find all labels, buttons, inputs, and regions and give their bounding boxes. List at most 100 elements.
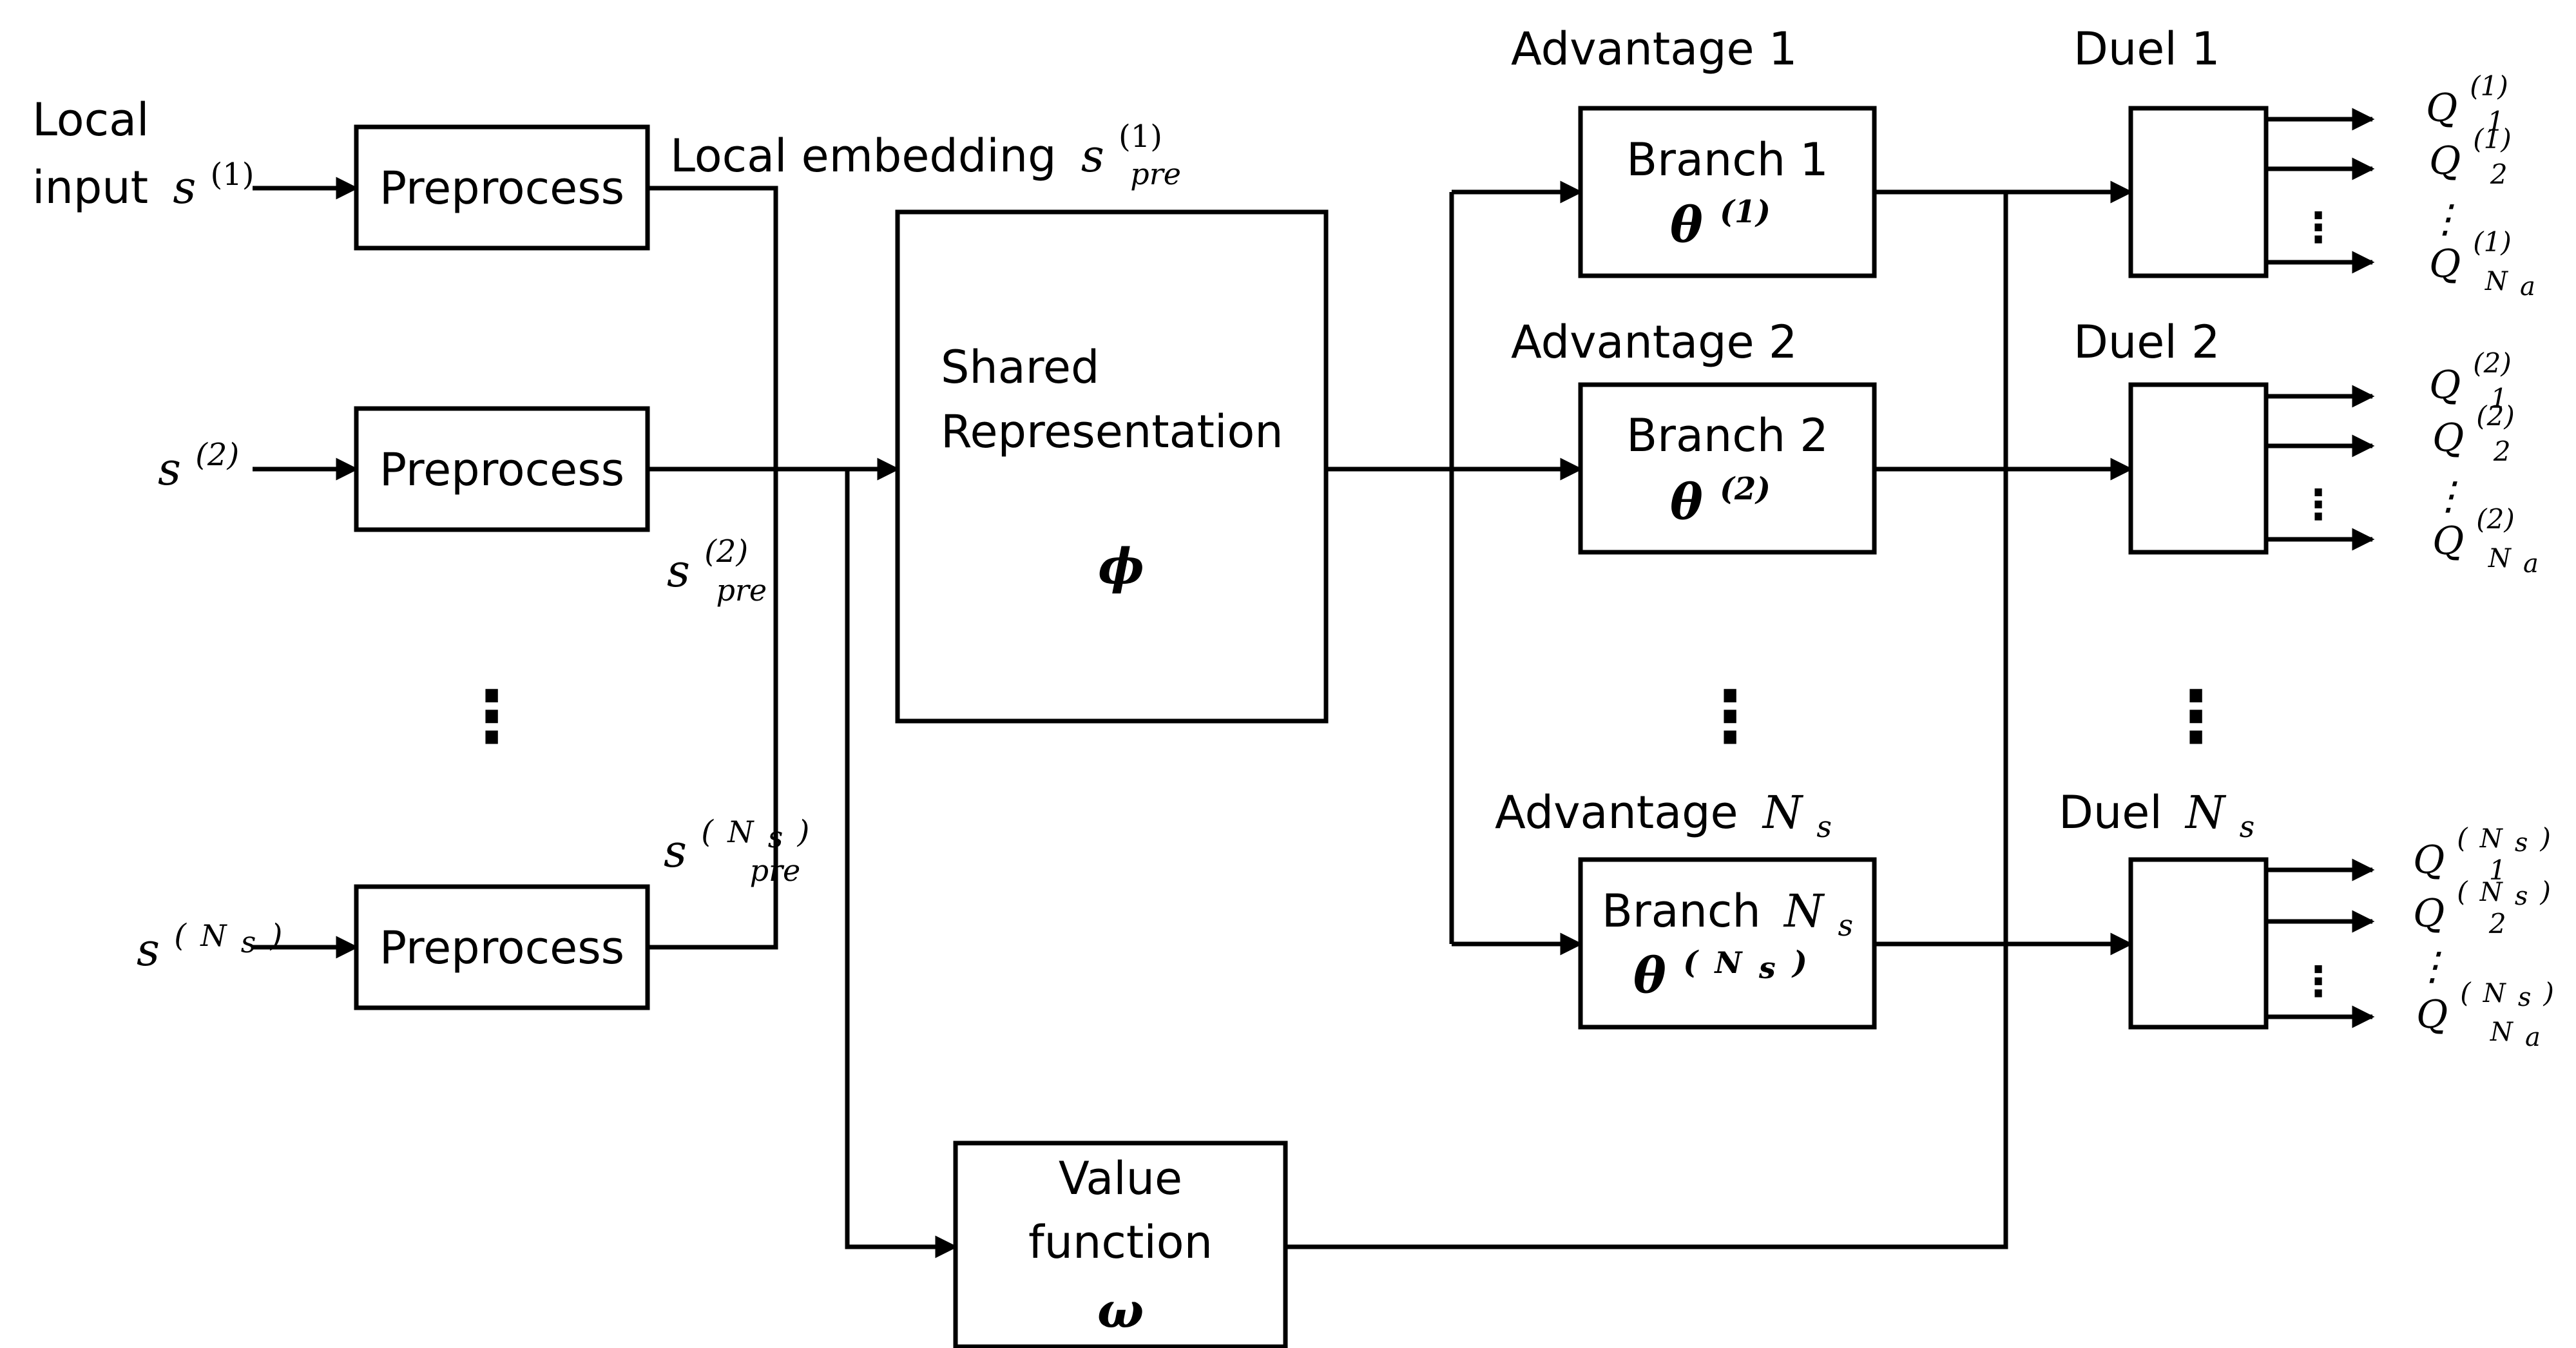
q-ns-2-Q: Q	[2413, 891, 2445, 936]
q-ns-na-sub-N: N	[2490, 1017, 2514, 1047]
branch-ns-N: N	[1783, 885, 1825, 938]
q-label-2-na: Q (2) N a	[2432, 493, 2539, 579]
vertical-ellipsis-branches: ⋮	[1695, 675, 1765, 758]
duel-1-label: Duel 1	[2073, 23, 2220, 75]
q-label-2-2: Q (2) 2	[2432, 390, 2527, 467]
branch-1-label: Branch 1	[1626, 133, 1829, 186]
branch-2-theta-symbol: θ	[1670, 473, 1703, 530]
preprocess-label-1: Preprocess	[380, 162, 624, 215]
duel-ns-s: s	[2240, 809, 2255, 844]
embedding-s1-subscript: pre	[1130, 157, 1181, 191]
duel-ns-prefix: Duel	[2059, 786, 2162, 839]
q-label-1-dots: ⋮	[2426, 197, 2465, 242]
branch-ns-s: s	[1838, 908, 1854, 943]
branch-ns-label: Branch N s	[1602, 885, 1853, 943]
embedding-s1-superscript: (1)	[1119, 119, 1162, 155]
q-ns-2-sup-s: s	[2515, 881, 2528, 911]
q-ns-na-sup-open: (	[2460, 977, 2472, 1008]
q-ns-na-sup-N: N	[2483, 979, 2507, 1008]
q-labels-duel-2: Q (2) 1 Q (2) 2 ⋮ Q (2) N a	[2429, 337, 2539, 579]
preprocess-box-ns	[354, 884, 650, 1010]
q-ns-na-sub-a: a	[2525, 1023, 2541, 1052]
branch-2-label: Branch 2	[1626, 409, 1829, 462]
q-labels-duel-ns: Q ( N s ) 1 Q ( N s ) 2 ⋮ Q ( N s ) N a	[2413, 822, 2566, 1052]
branch-ns-theta-N: N	[1713, 945, 1743, 980]
duel-2-label: Duel 2	[2073, 316, 2220, 369]
q-2-na-sup: (2)	[2476, 503, 2515, 535]
q-1-na-sup: (1)	[2473, 226, 2512, 258]
q-1-na-sub-N: N	[2485, 267, 2509, 296]
duel-2-outputs: ⋮	[2266, 385, 2375, 551]
q-ns-na-sup-close: )	[2542, 977, 2553, 1008]
branch-1-theta-symbol: θ	[1670, 196, 1703, 253]
q-label-ns-2: Q ( N s ) 2	[2413, 865, 2563, 939]
shared-phi-symbol: ϕ	[1098, 537, 1144, 595]
embedding-s2-symbol: s	[667, 544, 690, 597]
preprocess-label-ns: Preprocess	[380, 921, 624, 974]
q-1-1-Q: Q	[2426, 86, 2457, 131]
q-1-2-sup: (1)	[2473, 123, 2512, 155]
wire-embedding-ns	[648, 469, 778, 950]
duel-ns-N: N	[2184, 786, 2227, 839]
input-sns-symbol: s	[137, 923, 160, 976]
duel-ns-outputs: ⋮	[2266, 858, 2375, 1028]
wire-embedding-1	[648, 186, 778, 469]
value-label-line1: Value	[1059, 1152, 1182, 1205]
shared-label-line1: Shared	[941, 341, 1099, 394]
shared-label-line2: Representation	[941, 405, 1283, 458]
q-ns-2-sup-close: )	[2539, 876, 2550, 907]
q-label-ns-dots: ⋮	[2413, 944, 2452, 989]
q-ns-1-sup-s: s	[2515, 828, 2528, 858]
q-ns-na-sup-s: s	[2518, 983, 2532, 1012]
duel-1-outputs: ⋮	[2266, 108, 2375, 274]
vertical-ellipsis-duels: ⋮	[2160, 675, 2231, 758]
branch-ns-theta-close: )	[1791, 945, 1807, 981]
q-1-2-Q: Q	[2429, 139, 2461, 184]
value-omega-symbol: ω	[1097, 1282, 1144, 1339]
advantage-ns-label: Advantage N s	[1495, 786, 1832, 844]
value-label-line2: function	[1028, 1216, 1213, 1269]
branch-1-theta-superscript: (1)	[1720, 194, 1771, 230]
input-sns-sup-open: (	[174, 918, 187, 954]
preprocess-box-1	[354, 124, 650, 251]
q-1-na-sub-a: a	[2520, 272, 2535, 302]
local-input-label-line1: Local	[32, 93, 149, 146]
input-s1-superscript: (1)	[211, 157, 255, 193]
q-ns-1-sub: 1	[2489, 854, 2506, 886]
wire-value-to-duels	[1285, 192, 2008, 1249]
branch-ns-theta-open: (	[1683, 945, 1699, 981]
vertical-ellipsis-inputs: ⋮	[456, 675, 527, 758]
branch-ns-theta-s: s	[1758, 950, 1776, 985]
branch-2-theta-superscript: (2)	[1720, 471, 1771, 507]
embedding-s2-superscript: (2)	[704, 534, 748, 570]
input-s2-superscript: (2)	[195, 437, 239, 473]
q-2-1-sup: (2)	[2473, 347, 2512, 379]
branch-ns-theta: θ ( N s )	[1633, 927, 1807, 1004]
q-1-2-sub: 2	[2490, 159, 2508, 190]
arrow-to-value	[845, 469, 958, 1258]
embedding-s2-label: s (2) pre	[667, 520, 767, 608]
q-2-1-sub: 1	[2490, 383, 2508, 414]
q-2-na-sub-a: a	[2523, 549, 2539, 579]
q-1-1-sub: 1	[2487, 106, 2504, 137]
q-label-ns-na: Q ( N s ) N a	[2416, 967, 2566, 1052]
embedding-sns-sup-N: N	[727, 814, 755, 849]
local-embedding-label: Local embedding s (1) pre	[670, 105, 1181, 191]
embedding-s2-subscript: pre	[716, 573, 767, 608]
q-ns-2-sup-open: (	[2457, 876, 2468, 907]
branch-box-ns	[1578, 857, 1877, 1030]
local-input-word: input	[32, 161, 148, 214]
input-sns-sup-s: s	[241, 925, 256, 959]
branch-1-theta: θ (1)	[1670, 194, 1771, 253]
q-label-2-1: Q (2) 1	[2429, 337, 2524, 414]
q-ns-1-Q: Q	[2413, 838, 2445, 883]
embedding-sns-symbol: s	[664, 825, 687, 878]
q-ns-1-sup-close: )	[2539, 822, 2550, 854]
q-2-na-sub-N: N	[2488, 544, 2512, 573]
input-s2-label: s (2)	[158, 437, 239, 496]
input-s1-symbol: s	[173, 161, 196, 214]
embedding-sns-label: s ( N s ) pre	[664, 800, 824, 888]
duel-box-2	[2128, 382, 2269, 555]
q-label-1-1: Q (1) 1	[2426, 60, 2521, 137]
q-label-2-dots: ⋮	[2429, 474, 2468, 519]
